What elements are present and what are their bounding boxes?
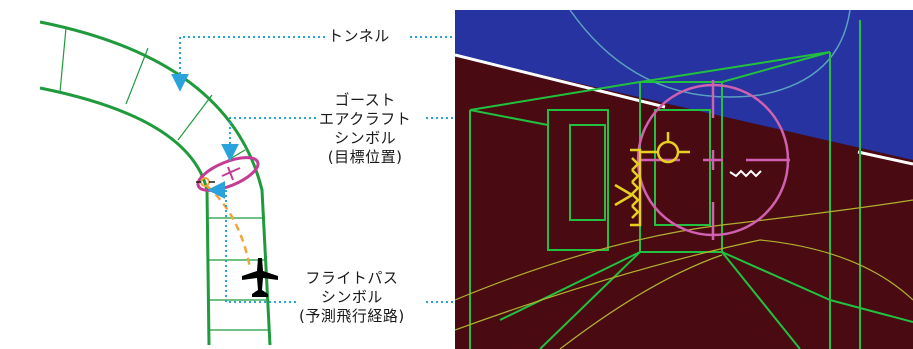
horizon-line-right	[857, 150, 913, 166]
label-flight-path: フライトパス シンボル (予測飛行経路)	[296, 269, 408, 326]
hud-tunnel-floor	[455, 199, 913, 349]
tunnel-map	[39, 20, 278, 346]
tunnel-segment-lines	[59, 27, 270, 331]
label-ghost-line-4: (目標位置)	[327, 148, 403, 166]
label-fpm-line-3: (予測飛行経路)	[299, 307, 405, 325]
tunnel-arc	[569, 10, 851, 98]
leader-tunnel-left	[171, 36, 325, 92]
label-fpm-line-2: シンボル	[320, 288, 383, 306]
label-ghost-line-1: ゴースト	[334, 91, 396, 109]
ghost-aircraft-symbol	[196, 156, 260, 192]
predicted-path-line	[206, 185, 252, 269]
hud-tunnel	[469, 20, 913, 349]
airplane-icon	[242, 258, 278, 297]
label-fpm-line-1: フライトパス	[305, 269, 399, 287]
hud-wave-icon	[729, 169, 762, 178]
leader-ghost-left	[221, 117, 316, 162]
label-ghost-line-2: エアクラフト	[319, 110, 412, 128]
label-ghost-aircraft: ゴースト エアクラフト シンボル (目標位置)	[316, 91, 415, 167]
tunnel-inner-edge	[39, 86, 211, 346]
label-ghost-line-3: シンボル	[334, 129, 397, 147]
label-tunnel: トンネル	[325, 27, 393, 46]
hud-flight-path-symbol	[614, 132, 690, 227]
hud-view	[455, 10, 913, 349]
horizon-line	[455, 53, 666, 109]
leader-fpm-left	[207, 181, 296, 303]
hud-ghost-aircraft	[636, 80, 790, 240]
